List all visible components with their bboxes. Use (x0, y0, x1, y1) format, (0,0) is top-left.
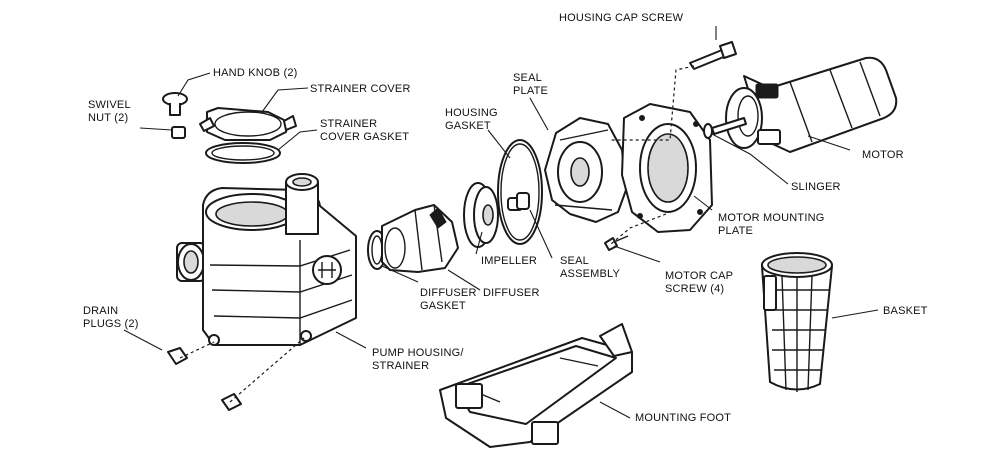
diffuser-part (381, 204, 459, 273)
motor-cap-screw-part (604, 235, 629, 251)
pump-housing-leader (335, 331, 367, 349)
label-seal-assembly-line1: SEAL (560, 255, 589, 267)
label-swivel-nut-line1: SWIVEL (88, 99, 131, 111)
strainer-cover-part (199, 107, 297, 141)
label-strainer-cover: STRAINER COVER (310, 83, 411, 95)
diffuser-gasket-leader (381, 265, 419, 283)
label-seal-assembly-line2: ASSEMBLY (560, 268, 621, 280)
label-strainer-cover-gasket-line1: STRAINER (320, 118, 377, 130)
drain-plug-part (167, 347, 188, 365)
label-diffuser-gasket-line2: GASKET (420, 300, 466, 312)
label-pump-housing-line1: PUMP HOUSING/ (372, 347, 464, 359)
pump-housing-part (176, 173, 357, 346)
motor-part (711, 56, 898, 153)
label-motor: MOTOR (862, 149, 904, 161)
seal-assembly-leader (529, 209, 553, 259)
diffuser-leader (447, 269, 481, 291)
slinger-leader (711, 133, 789, 185)
seal-assembly-part (507, 192, 530, 211)
label-seal-plate-line2: PLATE (513, 85, 548, 97)
motor-cap-screw-leader (613, 245, 661, 263)
strainer-cover-gasket-part (205, 142, 281, 164)
seal-plate-part (544, 117, 627, 223)
hand-knob-leader (177, 72, 211, 97)
label-diffuser-gasket-line1: DIFFUSER (420, 287, 477, 299)
label-housing-cap-screw: HOUSING CAP SCREW (559, 12, 684, 24)
slinger-part (703, 123, 713, 139)
label-seal-plate-line1: SEAL (513, 72, 542, 84)
swivel-nut-leader (139, 127, 173, 131)
mounting-foot-part (439, 323, 633, 448)
drain-plug-part (221, 393, 242, 411)
housing-cap-screw-part (689, 41, 737, 70)
impeller-leader (475, 231, 483, 255)
label-slinger: SLINGER (791, 181, 841, 193)
mounting-foot-leader (599, 401, 631, 419)
strainer-cover-leader (261, 87, 309, 113)
label-mounting-foot: MOUNTING FOOT (635, 412, 731, 424)
seal-plate-leader (529, 97, 549, 131)
label-housing-gasket-line1: HOUSING (445, 107, 498, 119)
strainer-cover-gasket-leader (277, 129, 318, 151)
swivel-nut-part (171, 126, 186, 139)
label-drain-plugs-line2: PLUGS (2) (83, 318, 139, 330)
label-pump-housing-line2: STRAINER (372, 360, 429, 372)
label-strainer-cover-gasket-line2: COVER GASKET (320, 131, 409, 143)
label-motor-mounting-plate-line2: PLATE (718, 225, 753, 237)
motor-mounting-plate-leader (693, 195, 713, 211)
label-swivel-nut-line2: NUT (2) (88, 112, 128, 124)
hand-knob-part (162, 92, 188, 116)
label-motor-mounting-plate-line1: MOTOR MOUNTING (718, 212, 824, 224)
basket-leader (831, 309, 879, 319)
housing-gasket-leader (487, 129, 511, 159)
motor-mounting-plate-part (621, 103, 713, 233)
label-impeller: IMPELLER (481, 255, 537, 267)
label-motor-cap-screw-line1: MOTOR CAP (665, 270, 733, 282)
motor-leader (807, 135, 851, 151)
label-basket: BASKET (883, 305, 928, 317)
impeller-part (463, 182, 499, 248)
drain-plugs-leader (123, 329, 163, 351)
label-hand-knob: HAND KNOB (2) (213, 67, 298, 79)
label-diffuser: DIFFUSER (483, 287, 540, 299)
label-housing-gasket-line2: GASKET (445, 120, 491, 132)
label-drain-plugs-line1: DRAIN (83, 305, 118, 317)
label-motor-cap-screw-line2: SCREW (4) (665, 283, 724, 295)
basket-part (761, 252, 833, 392)
